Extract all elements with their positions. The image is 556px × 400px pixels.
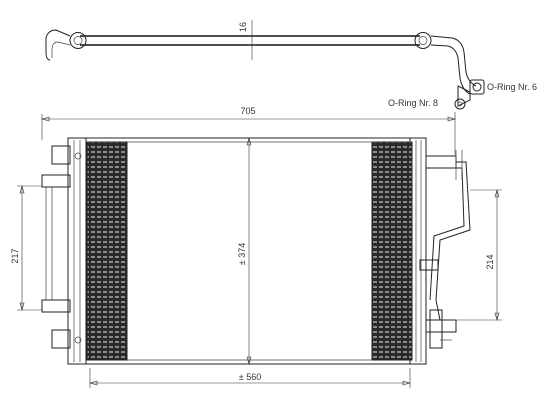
overall-width-dimension: 705: [40, 106, 457, 155]
core-height-label: ± 374: [237, 243, 247, 265]
right-port-spacing-label: 214: [485, 254, 495, 269]
o-ring-callouts: O-Ring Nr. 6 O-Ring Nr. 8: [388, 82, 537, 108]
left-bracket-height-dimension: 217: [10, 184, 42, 312]
right-port-spacing-dimension: 214: [440, 188, 502, 322]
overall-width-label: 705: [240, 106, 255, 116]
o-ring-lower-label: O-Ring Nr. 8: [388, 98, 438, 108]
core-height-dimension: ± 374: [237, 136, 252, 366]
o-ring-upper-label: O-Ring Nr. 6: [487, 82, 537, 92]
pipe-diameter-dimension: 16: [238, 20, 256, 60]
condenser-body: [41, 137, 471, 365]
pipe-diameter-label: 16: [238, 22, 248, 32]
core-width-label: ± 560: [239, 372, 261, 382]
core-width-dimension: ± 560: [88, 368, 412, 388]
left-bracket-height-label: 217: [10, 248, 20, 263]
